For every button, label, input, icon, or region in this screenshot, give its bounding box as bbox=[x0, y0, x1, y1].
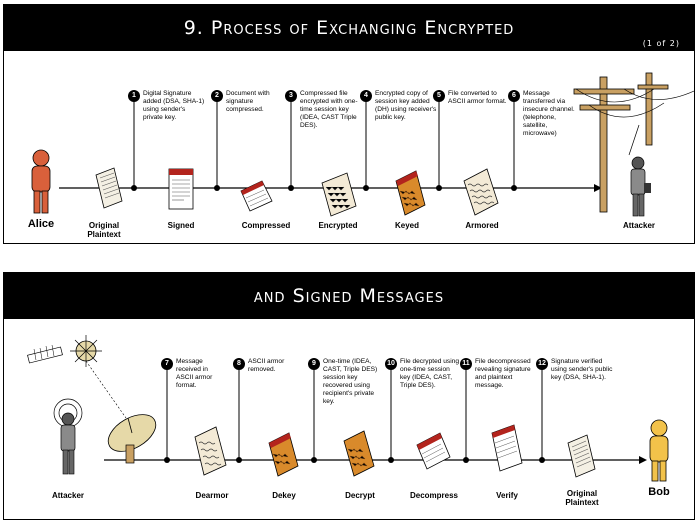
decrypt-document-icon bbox=[343, 430, 375, 477]
node-label-attacker: Attacker bbox=[51, 491, 84, 500]
step-number: 4 bbox=[360, 90, 372, 102]
compressed-document-icon bbox=[240, 180, 273, 212]
node-label-original-plaintext: Original Plaintext bbox=[87, 221, 121, 239]
verify-document-icon bbox=[491, 424, 523, 472]
panel-1-title: 9. Process of Exchanging Encrypted bbox=[4, 5, 694, 51]
satellite-icon bbox=[27, 335, 127, 419]
step-number: 10 bbox=[385, 358, 397, 370]
node-label-armored: Armored bbox=[465, 221, 499, 230]
plaintext-document-icon bbox=[95, 167, 123, 209]
step-number: 6 bbox=[508, 90, 520, 102]
node-label-dearmor: Dearmor bbox=[195, 491, 229, 500]
step-description: Compressed file encrypted with one-time … bbox=[300, 90, 358, 129]
encrypted-document-icon bbox=[321, 172, 357, 217]
dearmor-document-icon bbox=[194, 426, 227, 476]
armored-document-icon bbox=[463, 168, 499, 216]
step-description: One-time (IDEA, CAST, Triple DES) sessio… bbox=[323, 358, 378, 405]
dekey-document-icon bbox=[268, 432, 299, 477]
step-description: Digital Signature added (DSA, SHA-1) usi… bbox=[143, 90, 205, 121]
step-description: File decompressed revealing signature an… bbox=[475, 358, 531, 389]
step-number: 11 bbox=[460, 358, 472, 370]
step-number: 8 bbox=[233, 358, 245, 370]
step-description: Encrypted copy of session key added (DH)… bbox=[375, 90, 437, 121]
decompress-document-icon bbox=[416, 432, 451, 470]
node-label-keyed: Keyed bbox=[394, 221, 419, 230]
attacker-icon bbox=[53, 398, 83, 475]
node-label-original-plaintext: Original Plaintext bbox=[565, 489, 599, 507]
step-description: ASCII armor removed. bbox=[248, 358, 285, 373]
panel-2-page-number: (2 of 2) bbox=[642, 308, 680, 317]
alice-icon bbox=[31, 149, 51, 214]
step-number: 3 bbox=[285, 90, 297, 102]
step-number: 12 bbox=[536, 358, 548, 370]
node-label-alice: Alice bbox=[27, 218, 55, 230]
step-number: 9 bbox=[308, 358, 320, 370]
node-label-bob: Bob bbox=[648, 486, 670, 498]
node-label-decompress: Decompress bbox=[409, 491, 459, 500]
panel-part-2: and Signed Messages (2 of 2) bbox=[3, 272, 695, 520]
utility-pole-icon bbox=[573, 72, 669, 213]
step-number: 2 bbox=[211, 90, 223, 102]
panel-part-1: 9. Process of Exchanging Encrypted (1 of… bbox=[3, 4, 695, 244]
node-label-verify: Verify bbox=[496, 491, 518, 500]
step-description: Message transferred via insecure channel… bbox=[523, 90, 575, 137]
node-label-signed: Signed bbox=[167, 221, 195, 230]
keyed-document-icon bbox=[395, 170, 426, 216]
panel-2-diagram bbox=[27, 335, 669, 482]
bob-icon bbox=[649, 419, 669, 482]
step-number: 7 bbox=[161, 358, 173, 370]
step-description: Document with signature compressed. bbox=[226, 90, 270, 113]
panel-1-diagram bbox=[31, 72, 694, 217]
step-description: Signature verified using sender's public… bbox=[551, 358, 613, 381]
panel-1-page-number: (1 of 2) bbox=[642, 39, 680, 48]
node-label-decrypt: Decrypt bbox=[345, 491, 375, 500]
satellite-dish-icon bbox=[107, 414, 157, 464]
step-description: File converted to ASCII armor format. bbox=[448, 90, 507, 105]
panel-2-title: and Signed Messages bbox=[4, 273, 694, 319]
step-number: 5 bbox=[433, 90, 445, 102]
node-label-dekey: Dekey bbox=[272, 491, 296, 500]
node-label-compressed: Compressed bbox=[241, 221, 291, 230]
node-label-attacker: Attacker bbox=[622, 221, 655, 230]
node-label-encrypted: Encrypted bbox=[318, 221, 358, 230]
step-description: Message received in ASCII armor format. bbox=[176, 358, 213, 389]
signed-document-icon bbox=[168, 168, 194, 210]
step-description: File decrypted using one-time session ke… bbox=[400, 358, 460, 389]
plaintext-document-icon bbox=[567, 434, 596, 478]
attacker-icon bbox=[628, 124, 651, 217]
step-number: 1 bbox=[128, 90, 140, 102]
